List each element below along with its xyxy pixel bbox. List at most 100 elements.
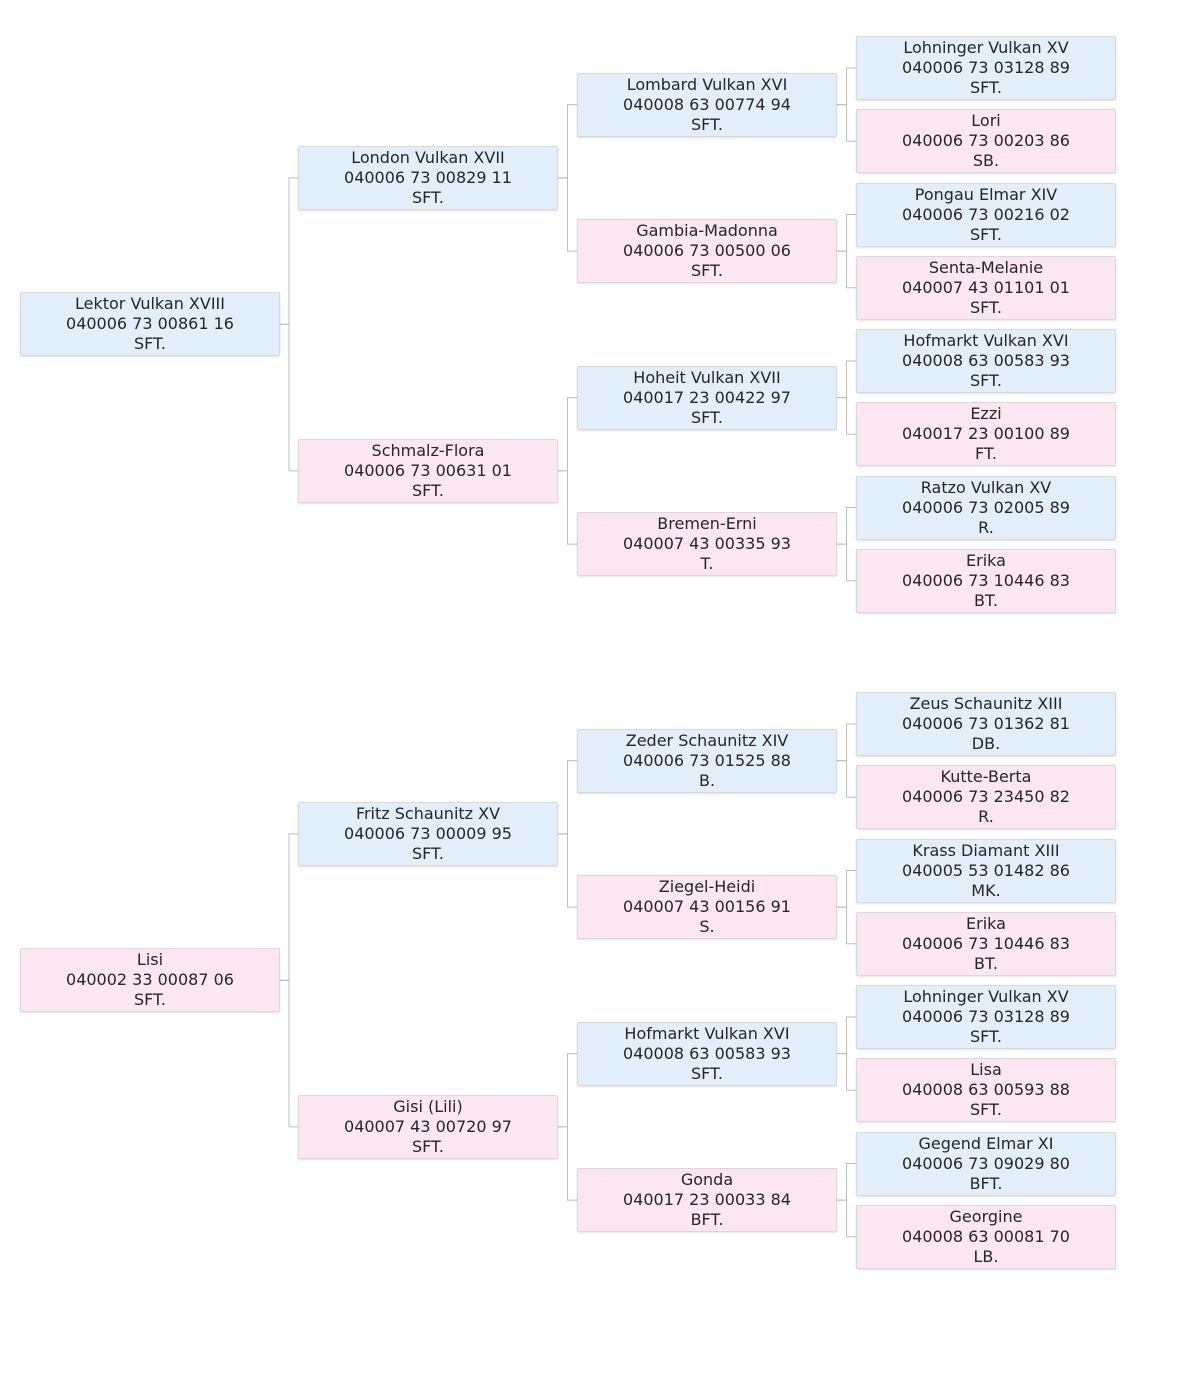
node-name: Pongau Elmar XIV <box>914 184 1058 204</box>
node-breed-code: SFT. <box>411 480 445 500</box>
node-breed-code: LB. <box>973 1246 999 1266</box>
node-breed-code: SFT. <box>969 1027 1003 1046</box>
node-name: Hofmarkt Vulkan XVI <box>903 331 1069 350</box>
node-registration-number: 040006 73 01362 81 <box>902 714 1070 733</box>
node-breed-code: SFT. <box>690 407 724 427</box>
node-breed-code: FT. <box>975 444 997 464</box>
node-registration-number: 040006 73 00631 01 <box>344 460 512 480</box>
connector-line <box>837 104 856 142</box>
connector-line <box>837 543 856 582</box>
connector-line <box>837 67 856 106</box>
node-breed-code: SFT. <box>969 371 1003 390</box>
node-breed-code: R. <box>978 807 994 827</box>
node-name: Ezzi <box>970 404 1002 424</box>
node-breed-code: SFT. <box>690 261 724 281</box>
node-registration-number: 040017 23 00033 84 <box>623 1190 791 1210</box>
connector-line <box>837 760 856 798</box>
node-breed-code: B. <box>698 770 716 790</box>
node-name: Gisi (Lili) <box>393 1096 463 1116</box>
connector-line <box>558 397 577 472</box>
node-registration-number: 040006 73 10446 83 <box>902 570 1070 590</box>
connector-line <box>837 723 856 762</box>
node-name: Hofmarkt Vulkan XVI <box>624 1023 790 1043</box>
node-breed-code: SFT. <box>133 334 167 354</box>
node-breed-code: SFT. <box>690 1063 724 1083</box>
connector-line <box>280 323 298 472</box>
node-registration-number: 040006 73 09029 80 <box>902 1153 1070 1173</box>
connector-line <box>280 979 298 1128</box>
node-name: Erika <box>966 550 1006 570</box>
node-name: Lisa <box>970 1060 1002 1080</box>
node-breed-code: SFT. <box>969 1100 1003 1120</box>
node-name: Gonda <box>680 1170 734 1190</box>
node-breed-code: SFT. <box>411 187 445 207</box>
node-breed-code: BT. <box>974 953 998 973</box>
node-registration-number: 040006 73 02005 89 <box>902 497 1070 517</box>
node-name: Lohninger Vulkan XV <box>903 987 1069 1006</box>
node-name: Ratzo Vulkan XV <box>920 477 1052 497</box>
node-registration-number: 040006 73 00829 11 <box>344 167 512 187</box>
node-breed-code: S. <box>699 917 715 937</box>
node-registration-number: 040008 63 00593 88 <box>902 1080 1070 1100</box>
node-name: Lektor Vulkan XVIII <box>75 294 225 314</box>
node-name: Bremen-Erni <box>657 514 757 534</box>
node-registration-number: 040007 43 00335 93 <box>623 534 791 554</box>
node-registration-number: 040002 33 00087 06 <box>66 970 234 990</box>
node-name: Lohninger Vulkan XV <box>903 38 1069 57</box>
node-registration-number: 040006 73 23450 82 <box>902 787 1070 807</box>
connector-line <box>558 1126 577 1201</box>
node-breed-code: DB. <box>971 734 1001 753</box>
node-registration-number: 040017 23 00100 89 <box>902 424 1070 444</box>
node-registration-number: 040006 73 00861 16 <box>66 314 234 334</box>
node-name: Gegend Elmar XI <box>918 1133 1054 1153</box>
connector-line <box>558 1053 577 1128</box>
connector-line <box>558 177 577 252</box>
connector-line <box>837 214 856 252</box>
node-name: Krass Diamant XIII <box>912 840 1060 860</box>
node-name: London Vulkan XVII <box>351 147 505 167</box>
node-name: Gambia-Madonna <box>636 221 778 241</box>
connector-line <box>837 250 856 289</box>
connector-line <box>558 760 577 835</box>
connector-line <box>837 870 856 908</box>
node-registration-number: 040007 43 01101 01 <box>902 277 1070 297</box>
connector-line <box>837 397 856 435</box>
node-registration-number: 040008 63 00583 93 <box>623 1043 791 1063</box>
node-name: Zeder Schaunitz XIV <box>625 730 789 750</box>
node-breed-code: SFT. <box>969 297 1003 317</box>
node-name: Schmalz-Flora <box>371 440 485 460</box>
connector-line <box>280 177 298 325</box>
node-registration-number: 040007 43 00156 91 <box>623 897 791 917</box>
node-breed-code: SFT. <box>690 114 724 134</box>
node-breed-code: MK. <box>971 880 1001 900</box>
node-name: Fritz Schaunitz XV <box>355 803 501 823</box>
node-breed-code: R. <box>978 517 994 537</box>
node-registration-number: 040007 43 00720 97 <box>344 1116 512 1136</box>
connector-line <box>837 1053 856 1091</box>
